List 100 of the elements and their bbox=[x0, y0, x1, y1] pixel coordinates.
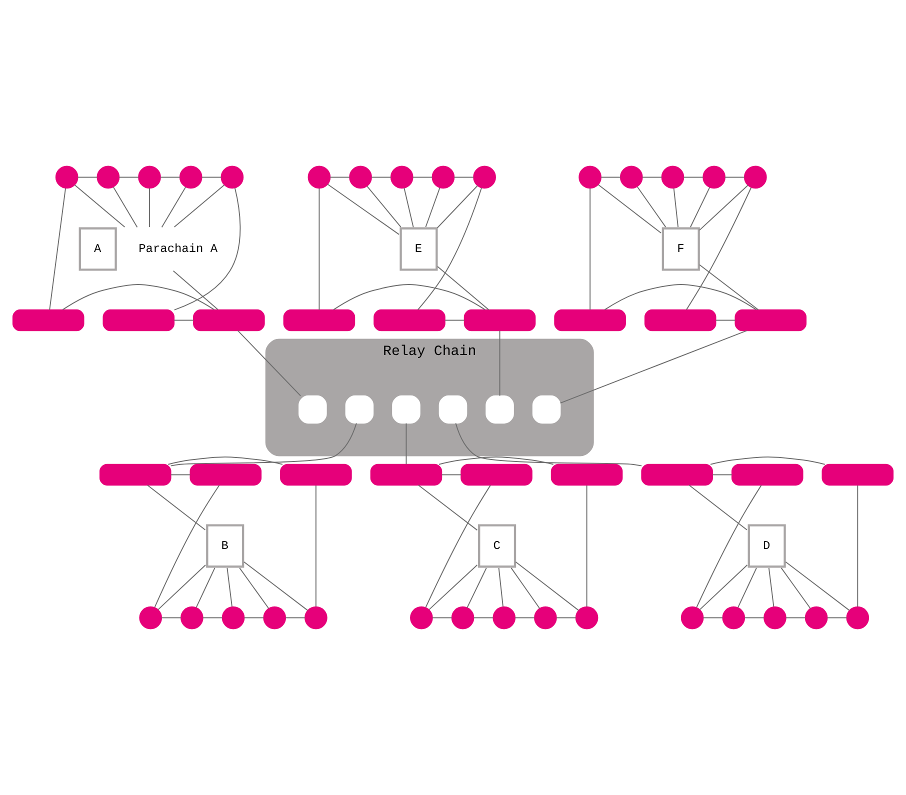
connector bbox=[686, 187, 752, 310]
node-circle bbox=[222, 606, 245, 630]
node-circle bbox=[432, 166, 455, 189]
connector bbox=[702, 617, 724, 618]
node-circle bbox=[764, 606, 786, 630]
connector bbox=[330, 176, 350, 178]
connector bbox=[642, 176, 662, 178]
cluster: Relay Chain bbox=[265, 338, 594, 456]
connector bbox=[285, 617, 306, 618]
connector bbox=[318, 188, 320, 310]
connector bbox=[158, 564, 206, 610]
connector bbox=[514, 617, 536, 618]
connector bbox=[77, 176, 98, 178]
connector bbox=[785, 561, 850, 611]
connector bbox=[366, 186, 402, 228]
connector bbox=[454, 176, 474, 178]
node-circle bbox=[138, 166, 161, 189]
node-box bbox=[345, 395, 374, 424]
connector bbox=[154, 484, 220, 608]
connector bbox=[499, 330, 500, 396]
node-circle bbox=[180, 606, 204, 630]
node-circle bbox=[304, 606, 328, 630]
node-bar bbox=[822, 464, 894, 486]
node-bar bbox=[731, 464, 804, 486]
connector bbox=[118, 176, 140, 178]
node-circle bbox=[473, 166, 496, 189]
connector bbox=[438, 456, 554, 465]
connector bbox=[244, 617, 264, 618]
connector bbox=[327, 184, 400, 235]
connector bbox=[412, 176, 433, 178]
connector bbox=[417, 187, 482, 310]
node-bar bbox=[283, 309, 356, 332]
connector bbox=[785, 617, 806, 618]
node-circle bbox=[492, 606, 516, 630]
connector bbox=[560, 330, 748, 404]
node-circle bbox=[534, 606, 557, 630]
connector bbox=[170, 474, 191, 476]
connector bbox=[510, 567, 540, 609]
connector bbox=[418, 484, 478, 531]
connector bbox=[600, 176, 621, 178]
connector bbox=[724, 176, 745, 178]
connector bbox=[146, 484, 206, 530]
node-bar bbox=[464, 309, 536, 332]
connector bbox=[62, 284, 215, 310]
node-box bbox=[298, 395, 327, 424]
connector bbox=[780, 567, 811, 609]
node-bar bbox=[374, 309, 446, 332]
node-bar bbox=[644, 309, 716, 332]
connector bbox=[715, 320, 736, 321]
node-circle bbox=[55, 166, 78, 189]
connector bbox=[455, 422, 642, 466]
connector bbox=[586, 485, 588, 608]
connector bbox=[556, 617, 576, 618]
node-box bbox=[438, 395, 468, 424]
node-circle bbox=[722, 606, 746, 630]
connector bbox=[333, 284, 486, 310]
node-bar bbox=[190, 464, 262, 486]
connector bbox=[444, 320, 465, 321]
connector bbox=[710, 456, 826, 465]
connector bbox=[712, 474, 732, 476]
node-bar bbox=[99, 464, 172, 486]
connector bbox=[160, 176, 180, 178]
node-bar bbox=[554, 309, 626, 332]
node-bar bbox=[102, 309, 175, 332]
node-circle bbox=[349, 166, 372, 189]
connector bbox=[436, 185, 478, 228]
node-label: Parachain A bbox=[138, 242, 218, 256]
connector bbox=[690, 186, 710, 228]
connector bbox=[768, 567, 774, 608]
connector bbox=[425, 187, 440, 228]
connector bbox=[404, 188, 414, 228]
connector bbox=[857, 485, 858, 608]
connector bbox=[202, 617, 223, 618]
connector bbox=[315, 485, 316, 608]
node-circle bbox=[804, 606, 828, 630]
connector bbox=[174, 320, 194, 321]
node-circle bbox=[575, 606, 598, 630]
connector bbox=[201, 176, 222, 178]
connector bbox=[738, 567, 757, 608]
node-circle bbox=[263, 606, 286, 630]
connector bbox=[683, 176, 704, 178]
node-bar bbox=[641, 464, 713, 486]
connector bbox=[604, 284, 757, 310]
connector bbox=[698, 184, 748, 231]
node-box bbox=[392, 395, 420, 424]
connector bbox=[49, 188, 66, 310]
connector bbox=[688, 484, 748, 530]
connector bbox=[174, 187, 241, 310]
node-bar bbox=[370, 464, 442, 486]
connector bbox=[425, 484, 491, 608]
connector bbox=[161, 617, 182, 618]
connector bbox=[441, 474, 462, 476]
connector bbox=[636, 186, 666, 228]
node-circle bbox=[661, 166, 684, 189]
connector bbox=[196, 567, 216, 608]
node-bar bbox=[12, 309, 84, 332]
connector bbox=[744, 617, 765, 618]
node-bar bbox=[280, 464, 352, 486]
node-box bbox=[486, 395, 514, 424]
node-circle bbox=[308, 166, 331, 189]
